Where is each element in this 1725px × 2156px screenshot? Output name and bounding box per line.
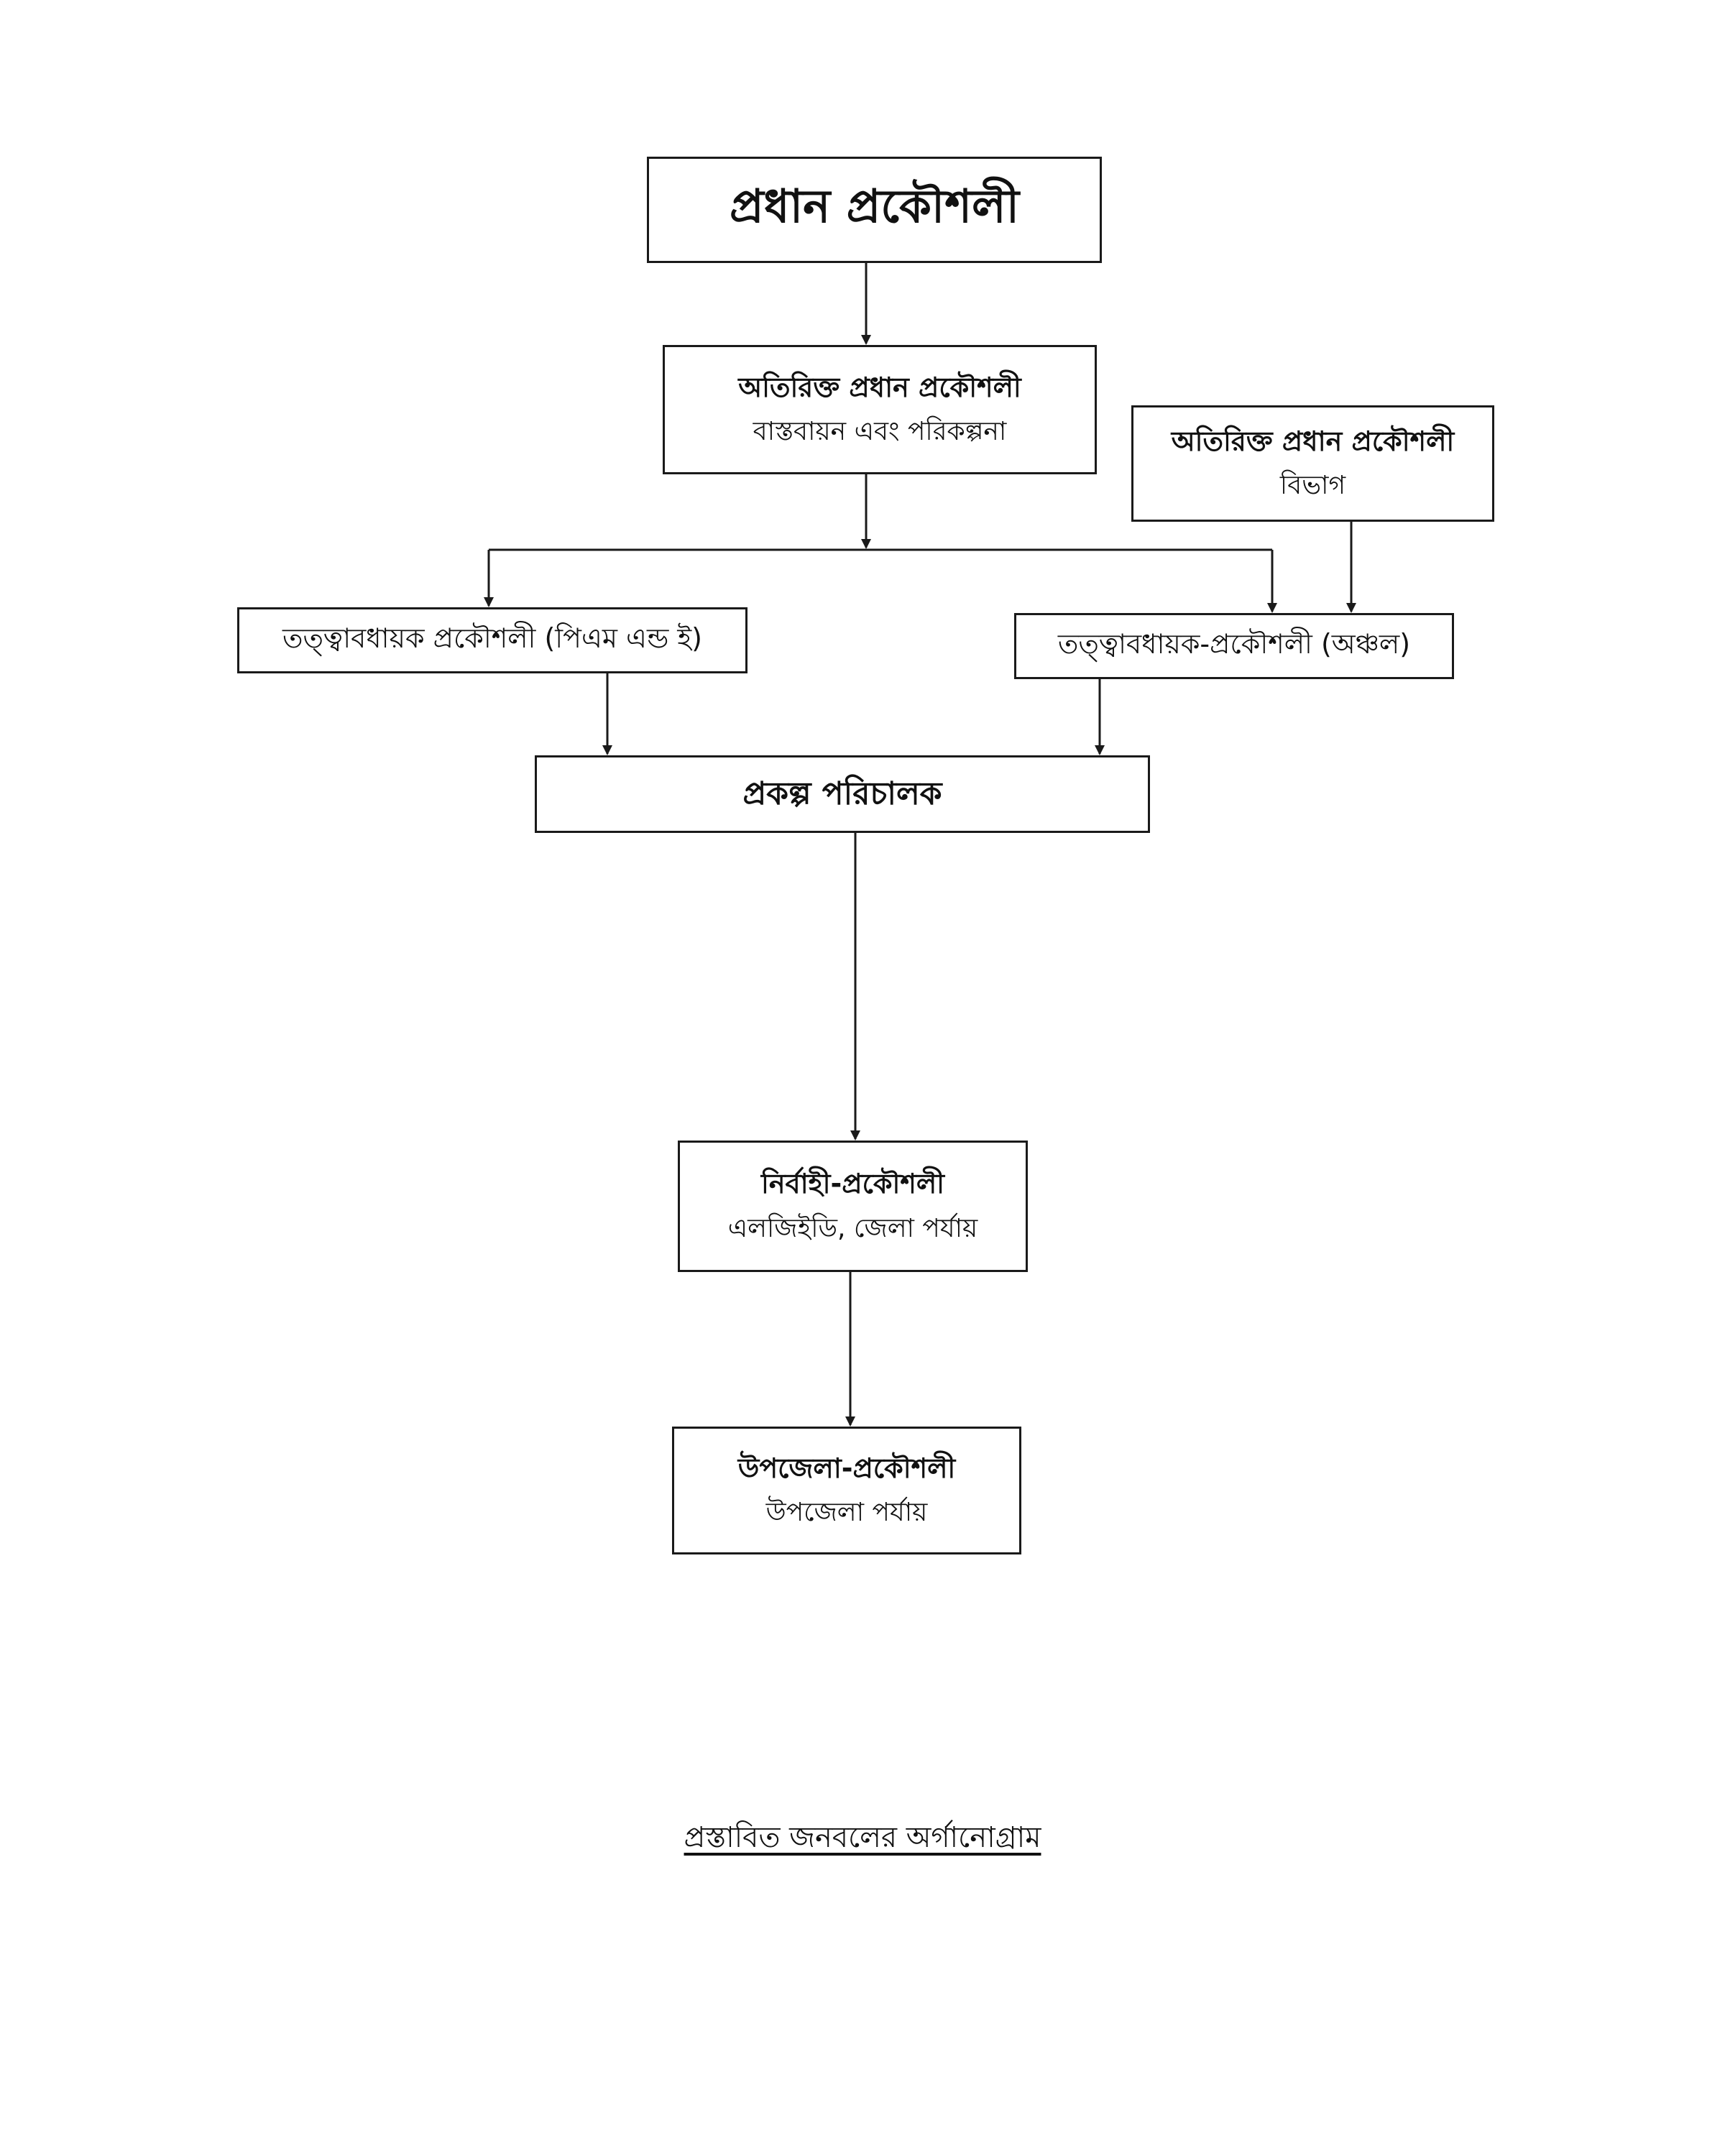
addl-chief-engineer-impl-title: অতিরিক্ত প্রধান প্রকৌশলী [738,371,1021,403]
superintending-engineer-pme-box: তত্ত্বাবধায়ক প্রকৌশলী (পিএম এন্ড ই) [237,607,748,673]
upazila-engineer-subtitle: উপজেলা পর্যায় [765,1498,928,1528]
executive-engineer-subtitle: এলজিইডি, জেলা পর্যায় [727,1213,978,1243]
chief-engineer-title: প্রধান প্রকৌশলী [729,180,1020,234]
addl-chief-engineer-division-box: অতিরিক্ত প্রধান প্রকৌশলী বিভাগ [1131,405,1494,522]
superintending-engineer-zone-box: তত্ত্বাবধায়ক-প্রকৌশলী (অঞ্চল) [1014,613,1454,679]
addl-chief-engineer-div-subtitle: বিভাগ [1279,471,1346,501]
executive-engineer-title: নির্বাহী-প্রকৌশলী [760,1168,945,1200]
organogram-caption-text: প্রস্তাবিত জনবলের অর্গানোগ্রাম [684,1821,1041,1854]
upazila-engineer-title: উপজেলা-প্রকৌশলী [737,1452,956,1484]
addl-chief-engineer-implementation-box: অতিরিক্ত প্রধান প্রকৌশলী বাস্তবায়ন এবং … [663,345,1097,474]
superintending-engineer-zone-title: তত্ত্বাবধায়ক-প্রকৌশলী (অঞ্চল) [1057,628,1411,660]
organogram-caption: প্রস্তাবিত জনবলের অর্গানোগ্রাম [0,1815,1725,1863]
upazila-engineer-box: উপজেলা-প্রকৌশলী উপজেলা পর্যায় [672,1427,1021,1554]
addl-chief-engineer-div-title: অতিরিক্ত প্রধান প্রকৌশলী [1171,425,1455,457]
chief-engineer-box: প্রধান প্রকৌশলী [647,157,1102,263]
superintending-engineer-pme-title: তত্ত্বাবধায়ক প্রকৌশলী (পিএম এন্ড ই) [282,622,702,654]
executive-engineer-box: নির্বাহী-প্রকৌশলী এলজিইডি, জেলা পর্যায় [678,1141,1028,1272]
addl-chief-engineer-impl-subtitle: বাস্তবায়ন এবং পরিকল্পনা [753,417,1007,447]
project-director-title: প্রকল্প পরিচালক [742,775,942,813]
project-director-box: প্রকল্প পরিচালক [535,755,1150,833]
